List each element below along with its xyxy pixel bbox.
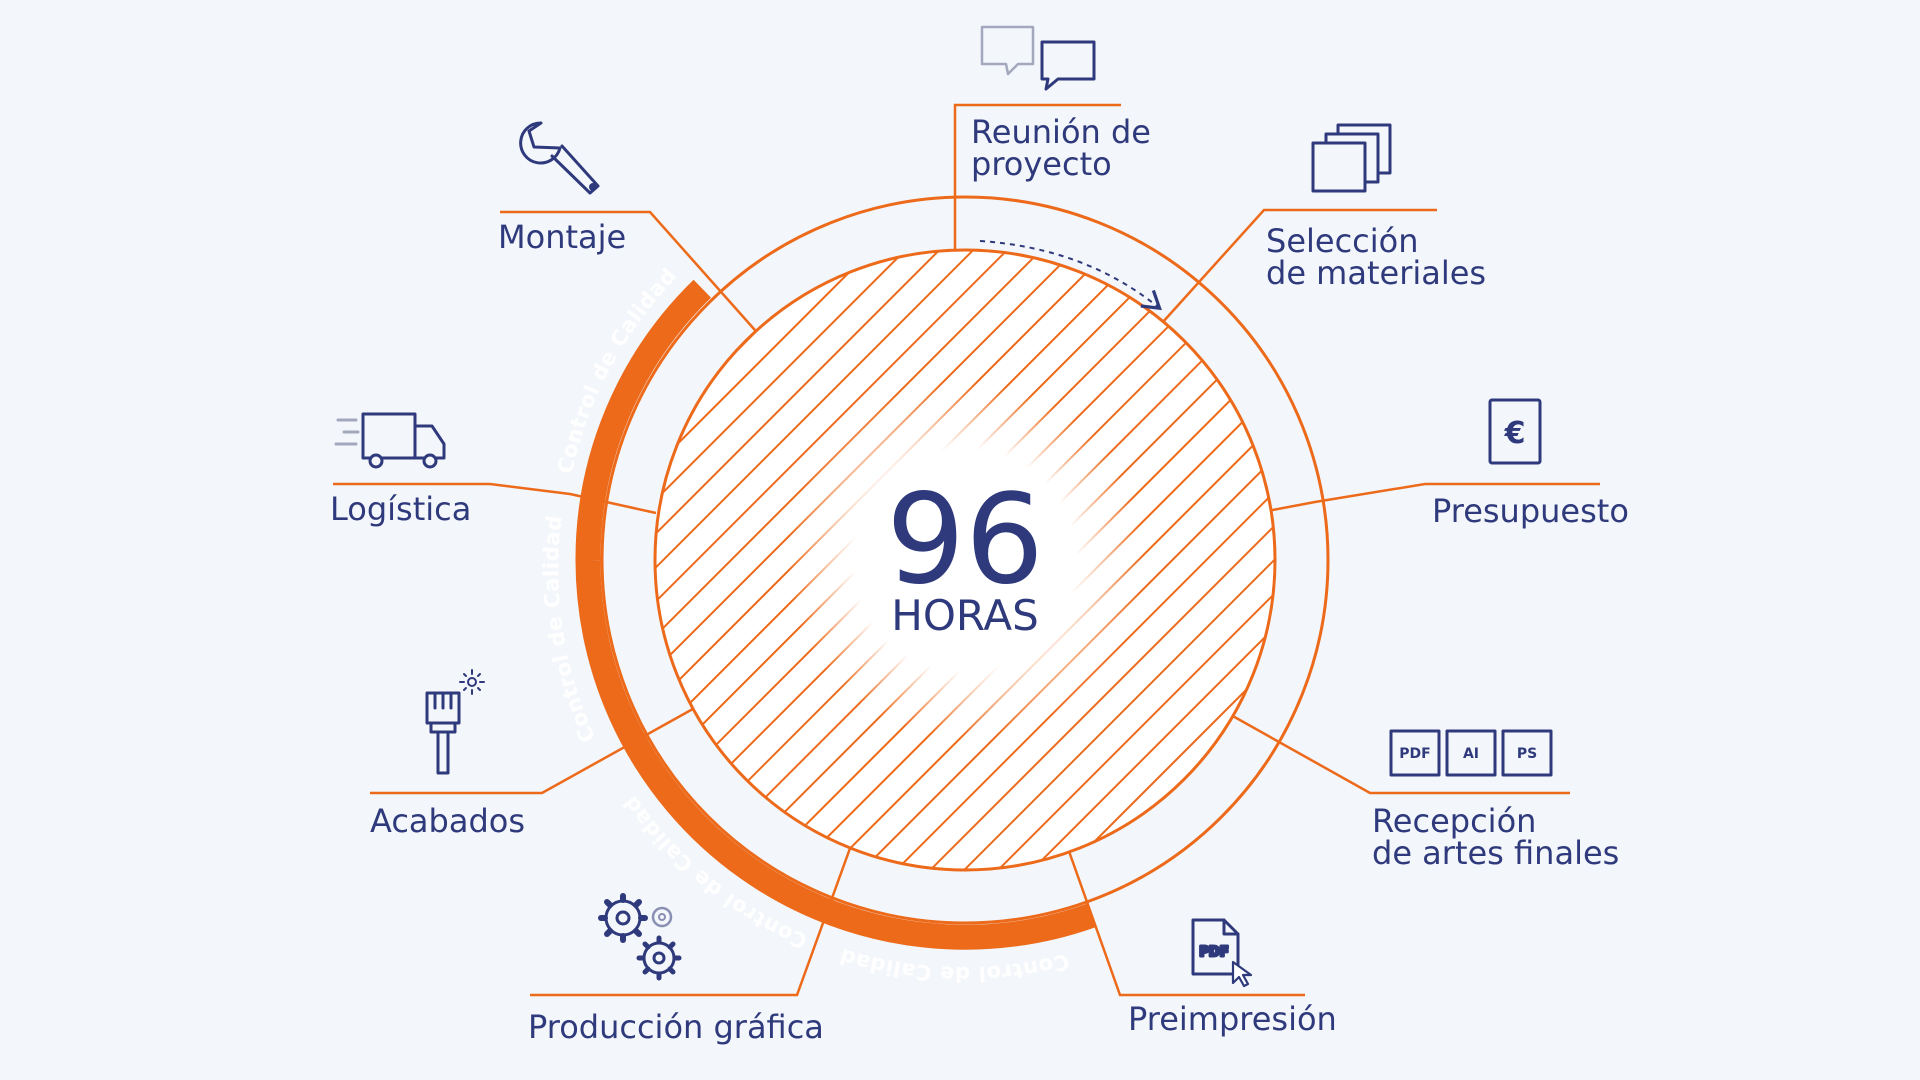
reunion-label-1: Reunión de	[971, 113, 1151, 151]
connector-lines	[333, 103, 1600, 997]
center-number: 96	[886, 468, 1044, 612]
quality-band-segment-main	[575, 560, 1096, 950]
quality-label-4: Control de Calidad	[837, 944, 1072, 986]
badge-pdf: PDF	[1399, 746, 1430, 762]
badge-ai: AI	[1463, 746, 1479, 762]
badge-ps: PS	[1517, 746, 1537, 762]
wrench-icon	[519, 121, 600, 195]
pdf-cursor-icon	[1191, 918, 1253, 988]
paint-brush-icon	[425, 669, 485, 775]
connector-logistica	[333, 482, 657, 515]
center-glow	[787, 382, 1143, 738]
recepcion-label-1: Recepción	[1372, 802, 1536, 840]
svg-text:€: €	[1504, 416, 1526, 451]
euro-document-icon: €	[1488, 398, 1542, 465]
connector-reunion	[953, 103, 1121, 270]
seleccion-label-1: Selección	[1266, 222, 1419, 260]
produccion-label: Producción gráfica	[528, 1008, 824, 1046]
reunion-label-2: proyecto	[971, 145, 1112, 183]
chat-bubbles-icon	[980, 25, 1096, 91]
connector-recepcion	[1221, 708, 1570, 795]
connector-produccion	[530, 839, 855, 997]
logistica-label: Logística	[330, 490, 471, 528]
connector-seleccion	[1152, 208, 1437, 334]
preimpresion-label: Preimpresión	[1128, 1000, 1337, 1038]
montaje-label: Montaje	[498, 218, 626, 256]
connector-montaje	[500, 210, 763, 339]
outer-ring	[600, 195, 1330, 925]
center-unit: HORAS	[891, 591, 1039, 640]
quality-control-band	[575, 279, 1096, 950]
connector-acabados	[370, 703, 701, 795]
quality-band-segment-1	[575, 279, 712, 562]
recepcion-label-2: de artes finales	[1372, 834, 1619, 872]
acabados-label: Acabados	[370, 802, 525, 840]
connector-presupuesto	[1261, 482, 1600, 514]
delivery-truck-icon	[334, 412, 446, 469]
presupuesto-label: Presupuesto	[1432, 492, 1629, 530]
seleccion-label-2: de materiales	[1266, 254, 1486, 292]
file-formats-icon	[1389, 729, 1553, 777]
pdf-badge-text: PDF	[1199, 945, 1228, 960]
connector-preimpresion	[1063, 839, 1305, 997]
flow-arrow	[979, 240, 1162, 311]
stacked-sheets-icon	[1311, 123, 1392, 193]
gears-icon	[598, 893, 682, 981]
